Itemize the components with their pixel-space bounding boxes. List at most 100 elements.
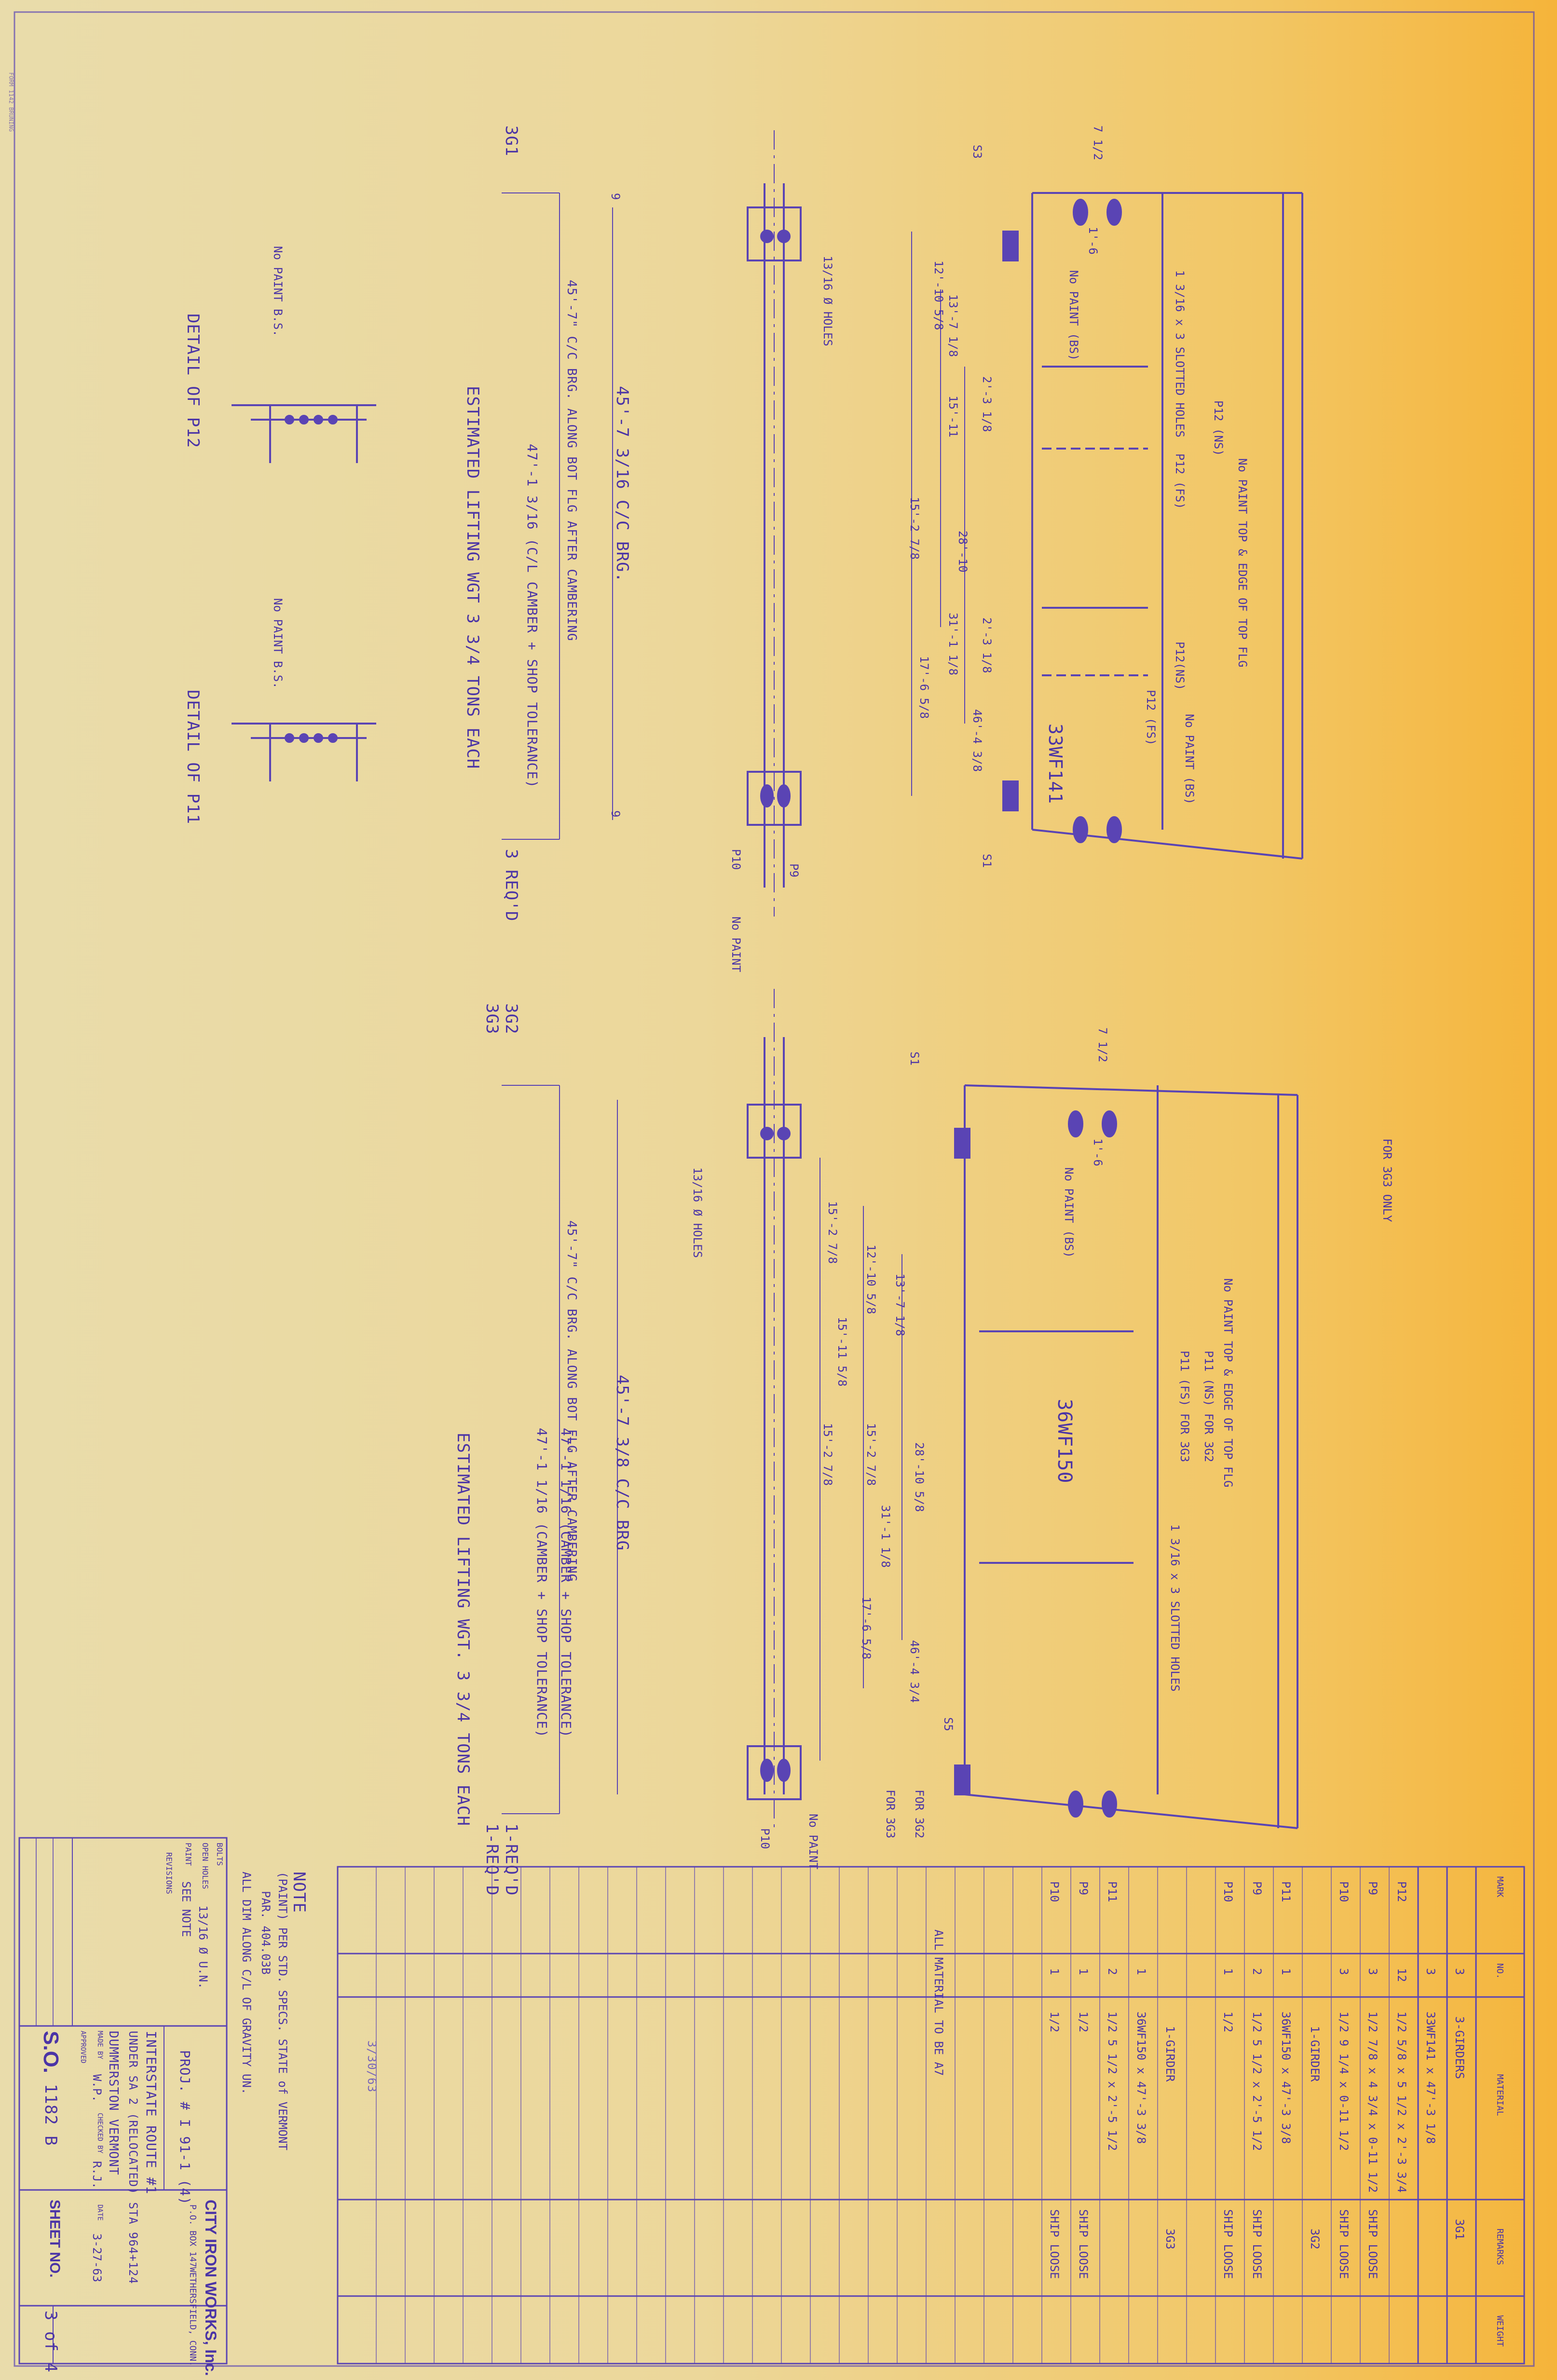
dim-3g1-13: 9 (609, 810, 622, 818)
note-3g1-9: No PAINT (729, 916, 743, 972)
dim-3g2-9: 46'-4 3/4 (908, 1640, 921, 1703)
bom-row-4-mark: P10 (1337, 1881, 1351, 1902)
overall-3g2: 47'-1 1/16 (CAMBER + SHOP TOLERANCE) (558, 1428, 574, 1738)
project-line-2: UNDER SA 2 (RELOCATED) STA 964+124 (126, 2031, 140, 2284)
sheet-label: SHEET NO. (47, 2200, 63, 2278)
bom-header-material: MATERIAL (1495, 2074, 1505, 2116)
so-label: S.O. (39, 2031, 63, 2074)
dim-3g2-8: 17'-6 5/8 (860, 1597, 873, 1660)
dim-3g2-3: 15'-11 5/8 (835, 1317, 849, 1387)
lifting-3g1: ESTIMATED LIFTING WGT 3 3/4 TONS EACH (463, 386, 482, 769)
bom-header-mark: MARK (1495, 1876, 1505, 1898)
bom-row-11-no: 2 (1106, 1968, 1119, 1975)
note-3g2-4: P11 (FS) FOR 3G3 (1178, 1351, 1191, 1463)
bom-row-13-mark: P10 (1048, 1881, 1061, 1902)
bom-row-11-material: 1/2 5 1/2 x 2'-5 1/2 (1106, 2011, 1119, 2151)
bom-row-0-remarks: 3G1 (1453, 2219, 1466, 2240)
company-address-2: WETHERSFIELD, CONN. (188, 2267, 198, 2366)
bom-row-1-material: 33WF141 x 47'-3 1/8 (1424, 2011, 1437, 2144)
company-address-1: P.O. BOX 147 (188, 2204, 198, 2268)
bom-row-3-material: 1/2 7/8 x 4 3/4 x 0-11 1/2 (1366, 2011, 1379, 2193)
open-holes-value: 13/16 Ø U.N. (196, 1905, 210, 1989)
bom-row-6-no: 1 (1279, 1968, 1293, 1975)
bom-row-3-mark: P9 (1366, 1881, 1379, 1895)
dim-3g2-5: 15'-2 7/8 (864, 1423, 878, 1486)
revisions-label: REVISIONS (164, 1852, 174, 1894)
overall-3g1: 47'-1 3/16 (C/L CAMBER + SHOP TOLERANCE) (524, 444, 540, 789)
bom-row-13-no: 1 (1048, 1968, 1061, 1975)
note-3g1-11: P9 (787, 863, 801, 877)
bom-header-weight: WEIGHT (1495, 2315, 1505, 2347)
dim-3g1-11: 7 1/2 (1091, 125, 1105, 161)
calc-brg-3g1: 45'-7 3/16 C/C BRG. (613, 386, 632, 583)
mark-3g3: 3G3 (482, 1003, 502, 1035)
dim-3g2-4: 15'-2 7/8 (821, 1423, 834, 1486)
bom-row-6-mark: P11 (1279, 1881, 1293, 1902)
bom-row-3-no: 3 (1366, 1968, 1379, 1975)
bom-row-3-remarks: SHIP LOOSE (1366, 2209, 1379, 2279)
bom-row-7-mark: P9 (1250, 1881, 1264, 1895)
note-3g2-5: 1 3/16 x 3 SLOTTED HOLES (1168, 1524, 1182, 1692)
bom-row-5-remarks: 3G2 (1308, 2229, 1322, 2250)
dim-3g1-3: 2'-3 1/8 (980, 376, 994, 432)
detail-p12-title: DETAIL OF P12 (183, 314, 203, 449)
bom-row-2-mark: P12 (1395, 1881, 1408, 1902)
approved-value: 3/30/63 (365, 2040, 379, 2093)
detail-p12-note: No PAINT B.S. (271, 246, 285, 337)
calc-brg-3g2: 45'-7 3/8 C/C BRG (613, 1375, 632, 1551)
bom-row-8-no: 1 (1221, 1968, 1235, 1975)
bom-row-14-material: ALL MATERIAL TO BE A7 (932, 1929, 945, 2076)
dim-3g1-1: 13'-7 1/8 (946, 294, 960, 357)
note-3g2-8: FOR 3G3 (884, 1790, 897, 1839)
dim-3g1-5: 28'-10 (956, 531, 970, 573)
bom-row-6-material: 36WF150 x 47'-3 3/8 (1279, 2011, 1293, 2144)
bom-row-2-material: 1/2 5/8 x 5 1/2 x 2'-3 3/4 (1395, 2011, 1408, 2193)
bom-row-8-material: 1/2 (1221, 2011, 1235, 2033)
margin-form-text: FORM 1142 BRUNING (8, 72, 14, 132)
bom-row-9-remarks: 3G3 (1163, 2229, 1177, 2250)
paint-value: SEE NOTE (179, 1881, 193, 1937)
made-by-value: W.P. (90, 2074, 104, 2102)
project-line-3: DUMMERSTON VERMONT (106, 2031, 121, 2175)
note-3g1-0: No PAINT (BS) (1067, 270, 1080, 361)
dim-3g2-1: 13'-7 1/8 (893, 1273, 907, 1337)
clear-span-3g1: 45'-7" C/C BRG. ALONG BOT FLG AFTER CAMB… (564, 280, 579, 642)
note-3g2-1: FOR 3G3 ONLY (1380, 1138, 1394, 1222)
project-number: PROJ. # I 91-1 (4) (177, 2050, 193, 2205)
dim-3g2-7: 31'-1 1/8 (879, 1505, 892, 1568)
detail-p11-title: DETAIL OF P11 (183, 690, 203, 825)
note-3g2-12: P10 (758, 1828, 772, 1849)
note-3g1-10: P10 (729, 849, 743, 870)
date-label: DATE (96, 2204, 104, 2221)
bom-row-9-material: 1-GIRDER (1163, 2026, 1177, 2082)
bom-row-12-mark: P9 (1077, 1881, 1090, 1895)
bom-row-1-no: 3 (1424, 1968, 1437, 1975)
note-3g2-10: S5 (942, 1717, 955, 1731)
note-3g1-1: 1 3/16 x 3 SLOTTED HOLES (1173, 270, 1187, 438)
open-holes-label: OPEN HOLES (201, 1843, 210, 1889)
bom-row-12-remarks: SHIP LOOSE (1077, 2209, 1090, 2279)
note-3g1-8: 13/16 Ø HOLES (821, 256, 834, 346)
bom-row-5-material: 1-GIRDER (1308, 2026, 1322, 2082)
so-value: 1182 B (41, 2084, 60, 2146)
section-3g1: 33WF141 (1045, 724, 1066, 805)
dim-3g1-6: 31'-1 1/8 (946, 613, 960, 676)
mark-3g2: 3G2 (502, 1003, 521, 1035)
bom-row-4-remarks: SHIP LOOSE (1337, 2209, 1351, 2279)
dim-3g1-8: 17'-6 5/8 (917, 656, 931, 719)
date-value: 3-27-63 (90, 2233, 104, 2283)
bom-row-7-material: 1/2 5 1/2 x 2'-5 1/2 (1250, 2011, 1264, 2151)
section-3g2: 36WF150 (1053, 1399, 1076, 1484)
note-3g1-13: S1 (980, 854, 994, 868)
note-3g2-11: S1 (908, 1052, 921, 1066)
reqd-3g2: 1-REQ'D (502, 1823, 521, 1896)
dim-3g2-6: 28'-10 5/8 (913, 1442, 926, 1512)
note-3g1-4: No PAINT TOP & EDGE OF TOP FLG (1236, 458, 1249, 668)
project-line-1: INTERSTATE ROUTE #1 (143, 2031, 159, 2195)
note-3g2-0: No PAINT (BS) (1062, 1167, 1076, 1258)
lifting-3g2: ESTIMATED LIFTING WGT. 3 3/4 TONS EACH (453, 1433, 473, 1826)
reqd-3g1: 3 REQ'D (502, 849, 521, 922)
company-name: CITY IRON WORKS, Inc. (202, 2200, 219, 2376)
